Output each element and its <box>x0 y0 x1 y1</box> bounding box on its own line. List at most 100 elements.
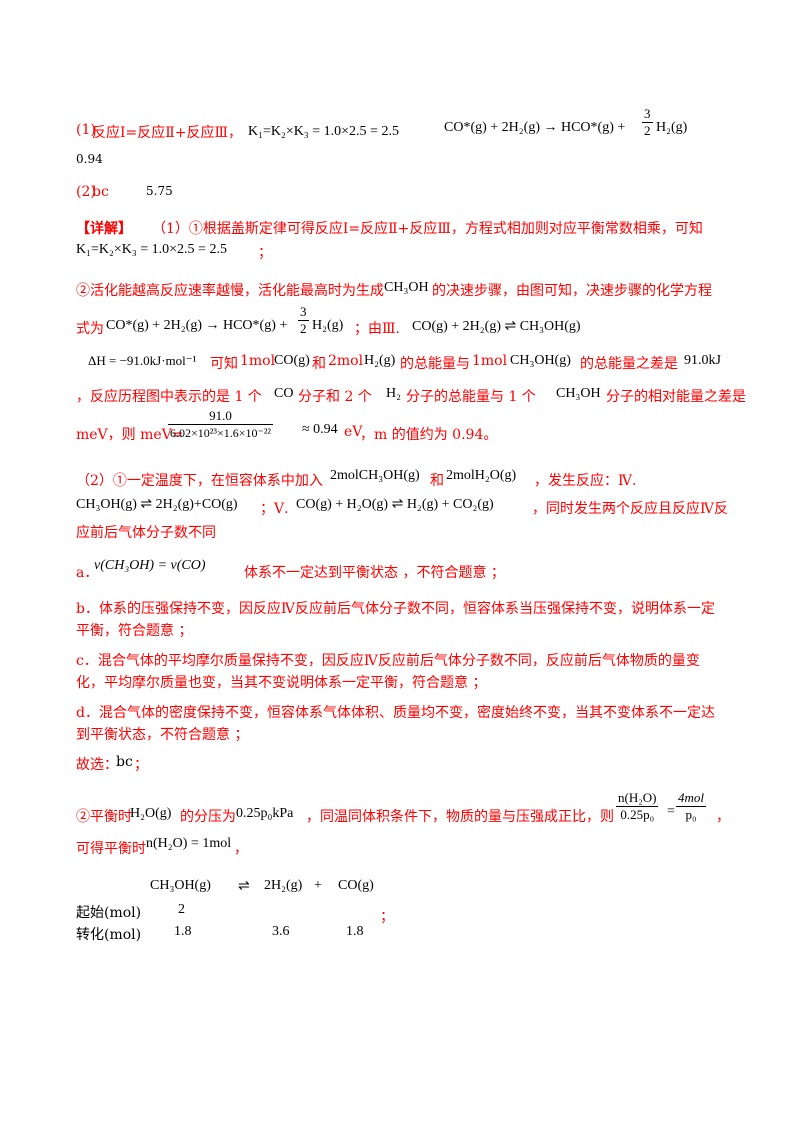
detail-l5-b: 1mol <box>240 353 276 369</box>
ice-header-plus: + <box>314 878 322 893</box>
option-c-line-2: 化，平均摩尔质量也变，当其不变说明体系一定平衡，符合题意 ； <box>76 675 487 691</box>
detail-l5-k: 91.0kJ <box>684 353 721 368</box>
ice-row-start-label: 起始(mol) <box>76 905 142 921</box>
detail-l5-d: 和 <box>312 356 326 372</box>
detail-l5-c: CO(g) <box>274 353 310 368</box>
detail-l6-d: 分子的相对能量之差是 <box>606 389 746 405</box>
part2-l1-c: 2molH₂O(g) <box>446 468 517 483</box>
equil-line-pre: ②平衡时 <box>76 809 132 825</box>
answer-2-choice: bc <box>92 184 109 200</box>
fraction-denominator: 6.02×10²³×1.6×10⁻²² <box>170 426 272 440</box>
detail-line-6: ，反应历程图中表示的是 1 个 <box>76 389 262 405</box>
answer-1-text: 反应Ⅰ=反应Ⅱ+反应Ⅲ， <box>92 125 243 141</box>
detail-l5-f: H₂(g) <box>364 353 396 368</box>
detail-l6-c: 分子的总能量与 1 个 <box>406 389 536 405</box>
detail-l5-i: CH₃OH(g) <box>510 353 571 368</box>
ice-header-h2: 2H₂(g) <box>264 878 303 893</box>
equil-pressure: 0.25p₀kPa <box>236 806 294 821</box>
part2-l1-d: ，发生反应：Ⅳ. <box>534 473 637 489</box>
ice-row-change-ch3oh: 1.8 <box>174 924 192 939</box>
answer-1-label: (1) <box>76 122 96 138</box>
detail-line-4-pre: 式为 <box>76 321 104 337</box>
answer-2-value: 5.75 <box>146 184 173 198</box>
equil-line2-tail: ， <box>234 841 248 857</box>
fraction-bar <box>676 806 706 807</box>
detail-step-left: CO*(g) + 2H₂(g) → HCO*(g) + <box>106 318 288 333</box>
detail-l6-ch3oh: CH₃OH <box>556 386 601 401</box>
ice-tail: ； <box>380 909 394 925</box>
part2-line-3: 应前后气体分子数不同 <box>76 525 216 541</box>
detail-l5-a: 可知 <box>210 356 238 372</box>
option-c-line-1: c．混合气体的平均摩尔质量保持不变，因反应Ⅳ反应前后气体分子数不同，反应前后气体… <box>76 653 700 669</box>
detail-line-1: （1）①根据盖斯定律可得反应Ⅰ=反应Ⅱ+反应Ⅲ，方程式相加则对应平衡常数相乘，可… <box>152 221 703 237</box>
detail-l6-h2: H₂ <box>386 386 401 401</box>
fraction-bar <box>642 122 653 123</box>
detail-l7-fraction: 91.0 6.02×10²³×1.6×10⁻²² <box>168 408 274 441</box>
fraction-denominator: 2 <box>644 123 651 138</box>
fraction-denominator: 2 <box>300 321 307 336</box>
detail-l7-approx: ≈ 0.94 <box>302 422 338 437</box>
detail-ch3oh: CH₃OH <box>384 280 429 295</box>
part2-l2-b: ，同时发生两个反应且反应Ⅳ反 <box>532 501 728 517</box>
equil-line-b: ，同温同体积条件下，物质的量与压强成正比，则 <box>306 809 614 825</box>
option-a-equation: v(CH₃OH) = v(CO) <box>94 558 206 573</box>
detail-l7-unit: eV <box>344 424 363 440</box>
detail-step-fraction: 3 2 <box>298 304 309 337</box>
detail-reaction-3: CO(g) + 2H₂(g) ⇌ CH₃OH(g) <box>412 319 581 334</box>
ice-header-ch3oh: CH₃OH(g) <box>150 878 211 893</box>
answer-1-k-equation: K₁=K₂×K₃ = 1.0×2.5 = 2.5 <box>248 124 399 139</box>
equil-fraction-right: 4mol p₀ <box>676 790 706 823</box>
ice-row-change-label: 转化(mol) <box>76 927 142 943</box>
ice-row-start-ch3oh: 2 <box>178 902 185 917</box>
ice-header-equilibrium: ⇌ <box>238 879 250 894</box>
selection-tail: ； <box>134 757 148 773</box>
option-d-line-1: d．混合气体的密度保持不变，恒容体系气体体积、质量均不变，密度始终不变，当其不变… <box>76 705 715 721</box>
answer-1-m-value: 0.94 <box>76 152 103 166</box>
detail-l7-tail: ，m 的值约为 0.94。 <box>360 427 498 443</box>
fraction-numerator: 3 <box>644 106 651 121</box>
fraction-numerator: 91.0 <box>209 408 232 423</box>
fraction-bar <box>298 320 309 321</box>
fraction-bar <box>616 806 659 807</box>
selection-pre: 故选： <box>76 757 118 773</box>
equil-tail: ， <box>716 809 730 825</box>
part2-l1-a: 2molCH₃OH(g) <box>330 468 420 483</box>
equil-line2-eq: n(H₂O) = 1mol <box>146 836 232 851</box>
answer-1-step-right: H₂(g) <box>656 120 688 135</box>
detail-line-3: ②活化能越高反应速率越慢，活化能最高时为生成 <box>76 283 384 299</box>
part2-line-1: （2）①一定温度下，在恒容体系中加入 <box>76 473 323 489</box>
fraction-denominator: 0.25p₀ <box>620 807 655 822</box>
selection-value: bc <box>116 754 133 770</box>
equil-fraction-left: n(H₂O) 0.25p₀ <box>616 790 659 823</box>
detail-l6-b: 分子和 2 个 <box>298 389 372 405</box>
detail-heading: 【详解】 <box>76 221 132 237</box>
detail-l5-e: 2mol <box>328 353 364 369</box>
part2-l1-b: 和 <box>430 473 444 489</box>
detail-l5-j: 的总能量之差是 <box>580 356 678 372</box>
detail-l5-g: 的总能量与 <box>400 356 470 372</box>
detail-l6-co: CO <box>274 386 294 401</box>
fraction-numerator: 3 <box>300 304 307 319</box>
detail-line-4-mid: ；由Ⅲ. <box>354 321 400 337</box>
option-a-text: 体系不一定达到平衡状态 ，不符合题意 ； <box>244 565 505 581</box>
detail-l7-pre: meV，则 meV= <box>76 427 184 443</box>
answer-2-label: (2) <box>76 184 96 200</box>
option-b-line-1: b．体系的压强保持不变，因反应Ⅳ反应前后气体分子数不同，恒容体系当压强保持不变，… <box>76 601 715 617</box>
equil-equals: = <box>667 804 675 819</box>
option-a-label: a． <box>76 565 99 581</box>
detail-k-equation: K₁=K₂×K₃ = 1.0×2.5 = 2.5 <box>76 242 227 257</box>
ice-row-change-h2: 3.6 <box>272 924 290 939</box>
detail-line-3-tail: 的决速步骤，由图可知，决速步骤的化学方程 <box>432 283 712 299</box>
ice-header-co: CO(g) <box>338 878 374 893</box>
part2-reaction-4: CH₃OH(g) ⇌ 2H₂(g)+CO(g) <box>76 497 238 512</box>
detail-step-right: H₂(g) <box>312 318 344 333</box>
part2-reaction-5: CO(g) + H₂O(g) ⇌ H₂(g) + CO₂(g) <box>296 497 494 512</box>
answer-1-step-left: CO*(g) + 2H₂(g) → HCO*(g) + <box>444 120 626 135</box>
option-b-line-2: 平衡，符合题意 ； <box>76 623 193 639</box>
fraction-numerator: n(H₂O) <box>618 790 657 805</box>
equil-line2-pre: 可得平衡时 <box>76 841 146 857</box>
answer-1-fraction: 3 2 <box>642 106 653 139</box>
detail-l5-h: 1mol <box>472 353 508 369</box>
fraction-bar <box>168 424 274 425</box>
equil-h2o: H₂O(g) <box>130 806 172 821</box>
